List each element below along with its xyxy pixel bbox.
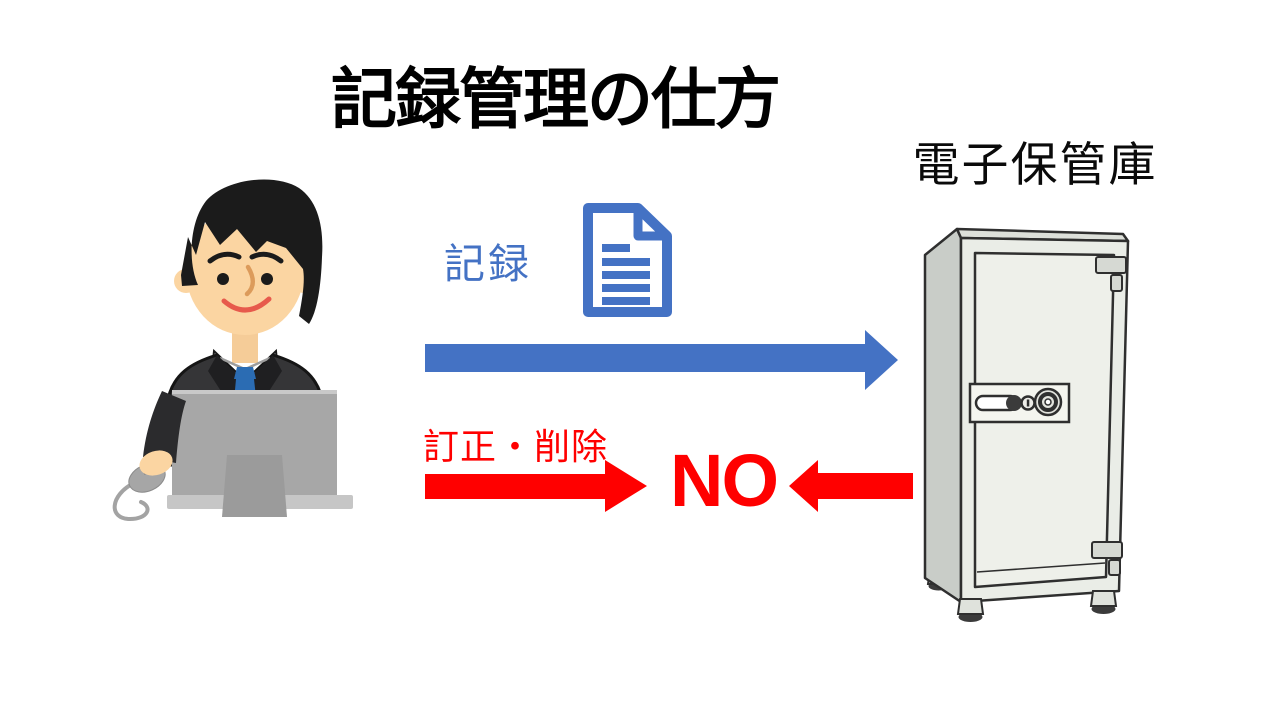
record-flow-label: 記録: [444, 241, 532, 287]
correction-arrow-left: [789, 460, 913, 512]
page-title: 記録管理の仕方: [331, 62, 781, 136]
safe-door-bottom-line: [976, 562, 1106, 573]
safe-keyhole-slit: [1026, 399, 1030, 407]
safe-handle-knob: [1006, 395, 1022, 411]
person-eye-left: [217, 273, 229, 285]
safe-lock-panel: [968, 382, 1071, 424]
storage-label: 電子保管庫: [912, 138, 1158, 191]
office-worker-illustration: [112, 179, 353, 522]
person-hair: [181, 179, 323, 324]
document-icon: [583, 203, 672, 317]
mouse-cable: [112, 481, 150, 522]
record-arrow-right: [425, 330, 898, 390]
person-nose: [244, 264, 255, 297]
safe-hinges: [1091, 256, 1127, 576]
monitor: [167, 390, 353, 517]
correction-flow-label: 訂正・削除: [423, 426, 609, 467]
person-eyebrow-right: [249, 251, 284, 264]
person-mouth: [221, 296, 272, 313]
person-arm: [143, 391, 186, 463]
safe-illustration: [923, 227, 1130, 622]
correction-arrow-right: [425, 460, 647, 512]
person-eyebrow-left: [207, 251, 242, 264]
safe-feet-front: [956, 590, 1118, 622]
person-eye-right: [261, 273, 273, 285]
no-verdict-label: NO: [670, 439, 779, 522]
person-hand: [139, 450, 173, 476]
